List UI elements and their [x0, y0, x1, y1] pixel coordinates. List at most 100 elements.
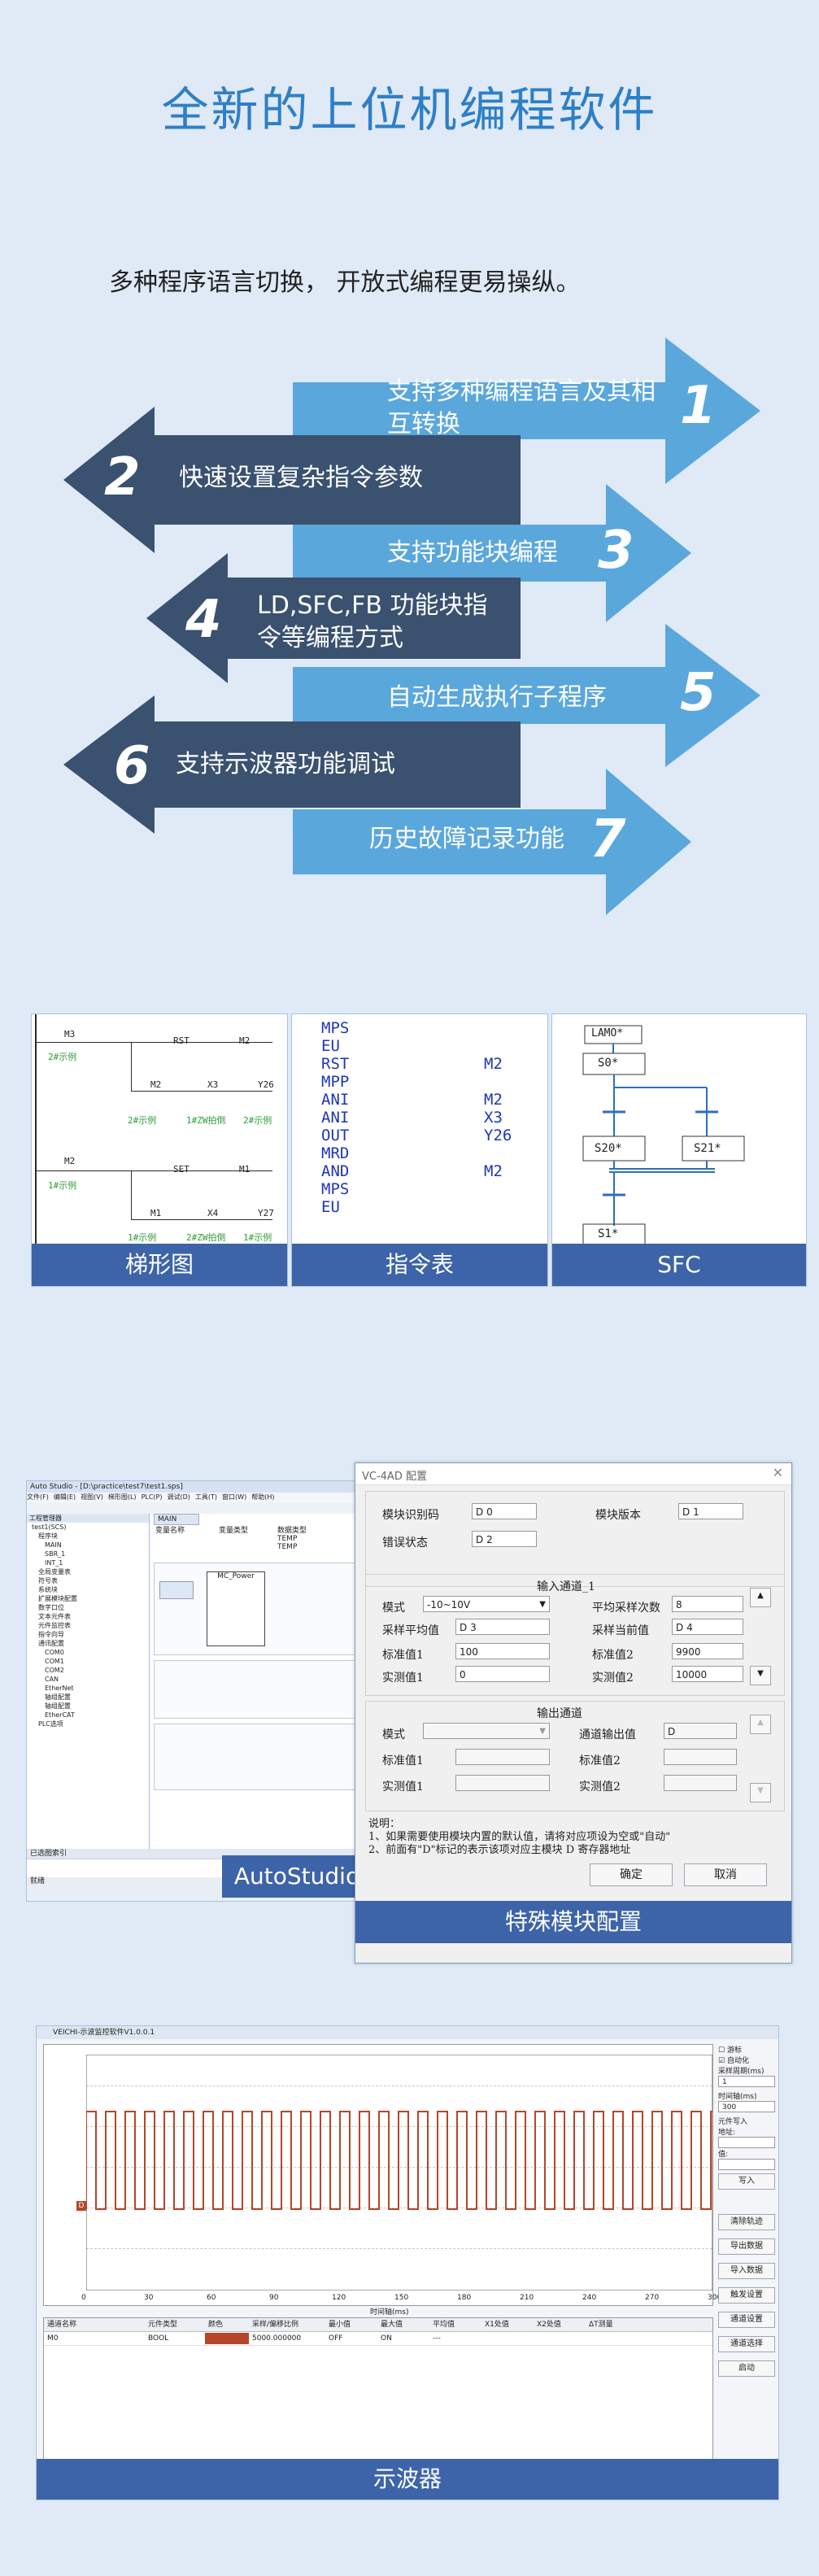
- table-cell: ON: [381, 2334, 392, 2343]
- close-icon[interactable]: ✕: [772, 1465, 783, 1480]
- autostudio-toolbar[interactable]: [27, 1502, 372, 1515]
- scope-side-button[interactable]: 导出数据: [718, 2238, 775, 2255]
- ladder-comment: 1#示例: [128, 1232, 157, 1243]
- network-1[interactable]: MC_Power: [154, 1563, 368, 1655]
- tree-item[interactable]: COM0: [45, 1649, 64, 1656]
- vc4ad-titlebar: VC-4AD 配置 ✕: [355, 1463, 791, 1485]
- tree-item[interactable]: 通讯配置: [38, 1640, 64, 1647]
- scope-side-button[interactable]: 触发设置: [718, 2287, 775, 2304]
- ok-button[interactable]: 确定: [590, 1863, 673, 1886]
- menu-item[interactable]: 调试(D): [167, 1493, 190, 1501]
- table-cell: BOOL: [148, 2334, 169, 2343]
- network-3[interactable]: [154, 1724, 368, 1790]
- function-block[interactable]: MC_Power: [207, 1571, 265, 1646]
- mode-select[interactable]: -10~10V▼: [423, 1596, 550, 1612]
- tree-item[interactable]: 数字口位: [38, 1604, 64, 1611]
- out-real2-field[interactable]: [664, 1775, 737, 1791]
- network-2[interactable]: [154, 1660, 368, 1719]
- tree-item[interactable]: 程序块: [38, 1532, 58, 1540]
- cur-value-field[interactable]: D 4: [672, 1619, 743, 1635]
- tree-item[interactable]: INT_1: [45, 1559, 63, 1567]
- menu-item[interactable]: 工具(T): [194, 1493, 218, 1501]
- sfc-step-label: S1*: [598, 1227, 619, 1240]
- menu-item[interactable]: 帮助(H): [251, 1493, 275, 1501]
- module-ver-field[interactable]: D 1: [678, 1503, 743, 1519]
- error-field[interactable]: D 2: [472, 1531, 537, 1547]
- sfc-step-label: S20*: [595, 1142, 622, 1155]
- scroll-down-button[interactable]: ▼: [750, 1666, 771, 1685]
- tree-item[interactable]: test1(SCS): [32, 1523, 67, 1531]
- out-std2-label: 标准值2: [579, 1754, 621, 1767]
- tree-item[interactable]: MAIN: [45, 1541, 62, 1549]
- scroll-down-button[interactable]: ▼: [750, 1783, 771, 1802]
- scope-side-button[interactable]: 启动: [718, 2360, 775, 2377]
- cur-value-label: 采样当前值: [592, 1624, 649, 1637]
- tree-item[interactable]: 元件监控表: [38, 1622, 71, 1629]
- contact-block[interactable]: [159, 1581, 194, 1599]
- std1-field[interactable]: 100: [455, 1643, 550, 1659]
- tree-item[interactable]: 文本元件表: [38, 1613, 71, 1620]
- tree-item[interactable]: EtherNet: [45, 1685, 74, 1692]
- auto-checkbox[interactable]: ☑ 自动化: [718, 2057, 749, 2065]
- real1-field[interactable]: 0: [455, 1666, 550, 1682]
- autostudio-menubar[interactable]: 文件(F) 编辑(E) 视图(V) 梯形图(L) PLC(P) 调试(D) 工具(T) 窗口(…: [27, 1493, 372, 1502]
- menu-item[interactable]: 梯形图(L): [107, 1493, 137, 1501]
- scope-side-button[interactable]: 通道设置: [718, 2312, 775, 2328]
- std2-field[interactable]: 9900: [672, 1643, 743, 1659]
- scope-side-button[interactable]: 通道选择: [718, 2336, 775, 2352]
- out-std1-field[interactable]: [455, 1749, 550, 1765]
- scroll-up-button[interactable]: ▲: [750, 1715, 771, 1734]
- menu-item[interactable]: PLC(P): [141, 1493, 163, 1501]
- tab-main[interactable]: MAIN: [154, 1514, 199, 1525]
- menu-item[interactable]: 文件(F): [27, 1493, 49, 1501]
- loop-checkbox[interactable]: ☐ 游标: [718, 2046, 742, 2055]
- var-table-header: 变量名称: [155, 1527, 185, 1535]
- tree-item[interactable]: 符号表: [38, 1577, 58, 1584]
- out-real1-field[interactable]: [455, 1775, 550, 1791]
- out-std2-field[interactable]: [664, 1749, 737, 1765]
- table-cell: 5000.000000: [252, 2334, 302, 2343]
- tree-item[interactable]: 全局变量表: [38, 1568, 71, 1576]
- addr-field[interactable]: [718, 2137, 775, 2148]
- avg-value-field[interactable]: D 3: [455, 1619, 550, 1635]
- cancel-button[interactable]: 取消: [684, 1863, 767, 1886]
- feature-arrows-graphic: [63, 338, 760, 915]
- period-field[interactable]: 1: [718, 2076, 775, 2087]
- tree-item[interactable]: 轴组配置: [45, 1693, 71, 1701]
- real2-field[interactable]: 10000: [672, 1666, 743, 1682]
- tree-item[interactable]: COM2: [45, 1667, 64, 1674]
- instruction-row: EU: [321, 1198, 541, 1216]
- avg-count-field[interactable]: 8: [672, 1596, 743, 1612]
- scope-side-button[interactable]: 清除轨迹: [718, 2214, 775, 2230]
- tree-item[interactable]: PLC选项: [38, 1720, 63, 1728]
- scope-side-button[interactable]: 导入数据: [718, 2263, 775, 2279]
- editor-area[interactable]: MAIN 变量名称变量类型数据类型 TEMP TEMP MC_Power: [150, 1514, 370, 1849]
- out-value-field[interactable]: D: [664, 1723, 737, 1739]
- ladder-coil-label: RST: [173, 1035, 190, 1046]
- tree-item[interactable]: 扩展模块配置: [38, 1595, 77, 1602]
- autostudio-titlebar: Auto Studio - [D:\practice\test7\test1.s…: [27, 1481, 372, 1493]
- val-field[interactable]: [718, 2159, 775, 2170]
- menu-item[interactable]: 窗口(W): [222, 1493, 247, 1501]
- tree-item[interactable]: EtherCAT: [45, 1711, 75, 1719]
- menu-item[interactable]: 编辑(E): [53, 1493, 76, 1501]
- tree-item[interactable]: SBR_1: [45, 1550, 66, 1558]
- module-id-field[interactable]: D 0: [472, 1503, 537, 1519]
- scroll-up-button[interactable]: ▲: [750, 1588, 771, 1607]
- out-mode-select[interactable]: ▼: [423, 1723, 550, 1739]
- tree-item[interactable]: 指令向导: [38, 1631, 64, 1638]
- write-button[interactable]: 写入: [718, 2173, 775, 2190]
- tree-item[interactable]: COM1: [45, 1658, 64, 1665]
- tree-item[interactable]: 轴组配置: [45, 1702, 71, 1710]
- ladder-contact-label: M2: [64, 1156, 76, 1166]
- tree-item[interactable]: CAN: [45, 1676, 59, 1683]
- feature-5-number: 5: [680, 663, 717, 723]
- menu-item[interactable]: 视图(V): [81, 1493, 103, 1501]
- table-cell: OFF: [329, 2334, 343, 2343]
- time-field[interactable]: 300: [718, 2101, 775, 2112]
- tree-item[interactable]: 系统块: [38, 1586, 58, 1593]
